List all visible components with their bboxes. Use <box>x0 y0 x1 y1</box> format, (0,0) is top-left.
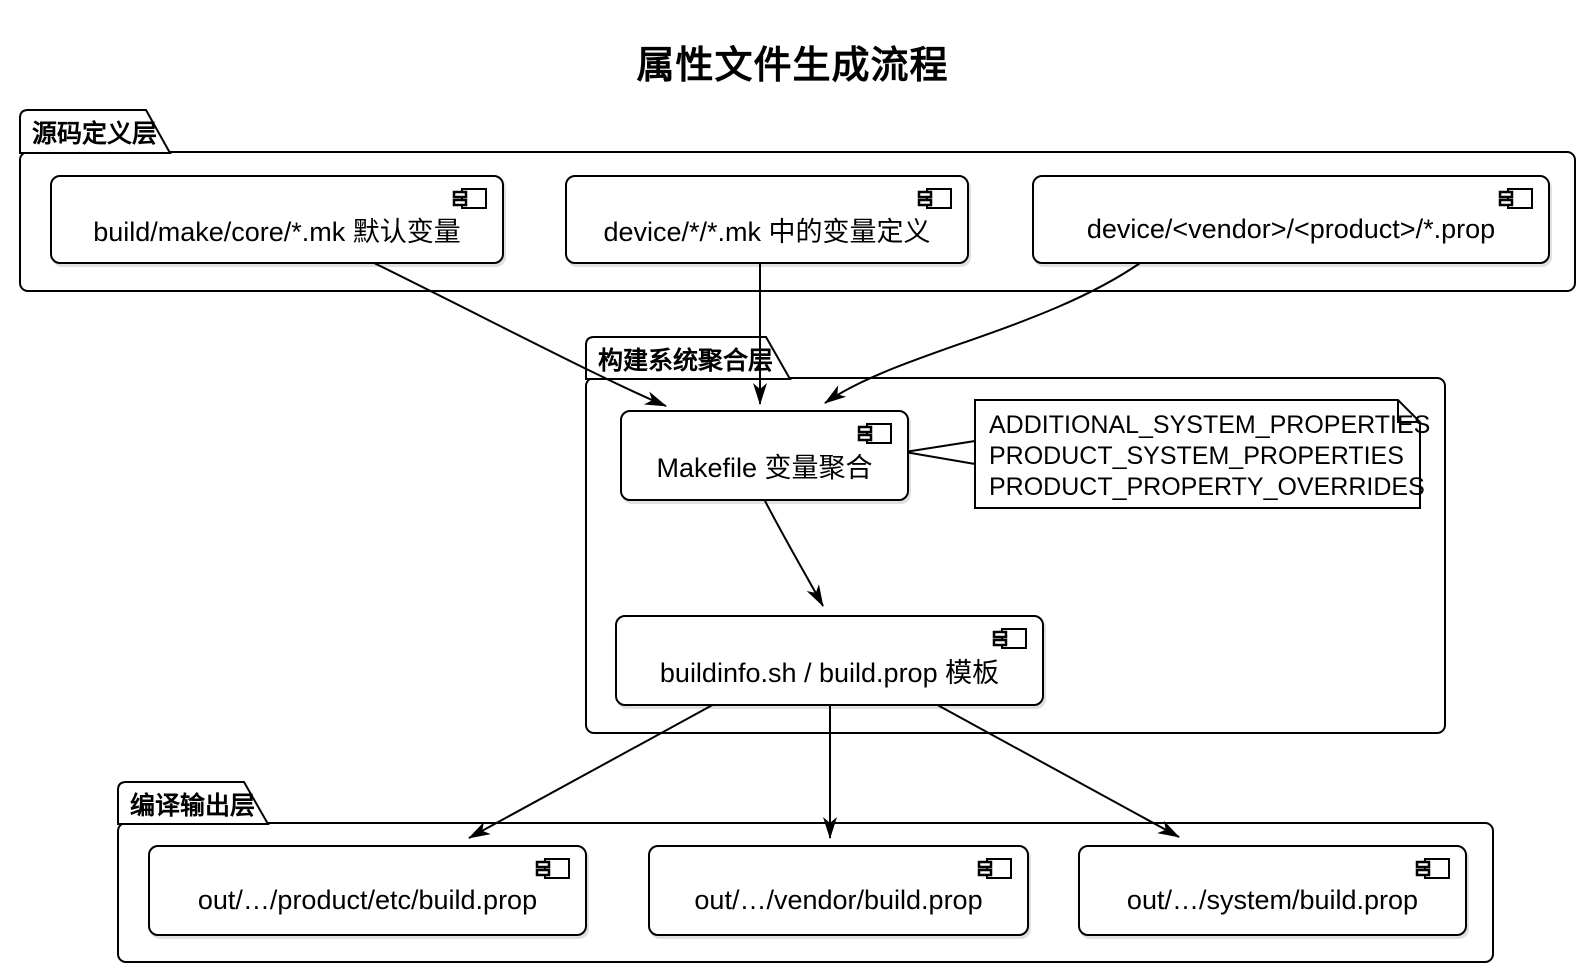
component-label: build/make/core/*.mk 默认变量 <box>93 217 461 247</box>
component-label: out/…/vendor/build.prop <box>694 885 983 915</box>
component-icon <box>452 186 488 217</box>
note-fold-icon <box>1397 400 1420 423</box>
component-icon <box>992 626 1028 657</box>
component-icon <box>535 856 571 887</box>
connector-makefile-to-note <box>904 440 976 465</box>
note-line: ADDITIONAL_SYSTEM_PROPERTIES <box>989 411 1431 439</box>
connector-buildinfo-to-product <box>468 701 719 839</box>
component-out-system-buildprop: out/…/system/build.prop <box>1078 845 1467 936</box>
component-buildinfo-template: buildinfo.sh / build.prop 模板 <box>615 615 1044 706</box>
component-icon <box>917 186 953 217</box>
package-build-tab <box>585 336 792 380</box>
note-line: PRODUCT_PROPERTY_OVERRIDES <box>989 473 1425 501</box>
package-output-tab <box>117 781 270 825</box>
package-output-label: 编译输出层 <box>130 792 256 820</box>
component-out-product-buildprop: out/…/product/etc/build.prop <box>148 845 587 936</box>
component-label: Makefile 变量聚合 <box>656 453 873 483</box>
package-source-label: 源码定义层 <box>32 120 158 148</box>
component-label: out/…/system/build.prop <box>1126 885 1419 915</box>
component-icon <box>977 856 1013 887</box>
component-label: device/<vendor>/<product>/*.prop <box>1086 214 1496 244</box>
component-label: out/…/product/etc/build.prop <box>197 885 538 915</box>
component-icon <box>1415 856 1451 887</box>
note-line: PRODUCT_SYSTEM_PROPERTIES <box>989 442 1404 470</box>
note-properties: ADDITIONAL_SYSTEM_PROPERTIES PRODUCT_SYS… <box>989 410 1430 503</box>
component-label: buildinfo.sh / build.prop 模板 <box>659 658 1000 688</box>
connector-defaults-to-makefile <box>369 260 667 407</box>
connector-makefile-to-buildinfo <box>762 496 824 607</box>
component-icon <box>857 421 893 452</box>
component-icon <box>1498 186 1534 217</box>
component-makefile-aggregation: Makefile 变量聚合 <box>620 410 909 501</box>
diagram-title: 属性文件生成流程 <box>636 45 949 87</box>
component-build-make-core-mk: build/make/core/*.mk 默认变量 <box>50 175 504 264</box>
component-label: device/*/*.mk 中的变量定义 <box>603 217 931 247</box>
note-shape <box>974 399 1421 509</box>
connector-buildinfo-to-system <box>931 701 1180 838</box>
component-vendor-product-prop: device/<vendor>/<product>/*.prop <box>1032 175 1550 264</box>
package-source-tab <box>19 109 172 154</box>
connector-prop-to-makefile <box>824 260 1144 404</box>
package-build-label: 构建系统聚合层 <box>598 347 774 375</box>
component-out-vendor-buildprop: out/…/vendor/build.prop <box>648 845 1029 936</box>
component-device-mk-vars: device/*/*.mk 中的变量定义 <box>565 175 969 264</box>
